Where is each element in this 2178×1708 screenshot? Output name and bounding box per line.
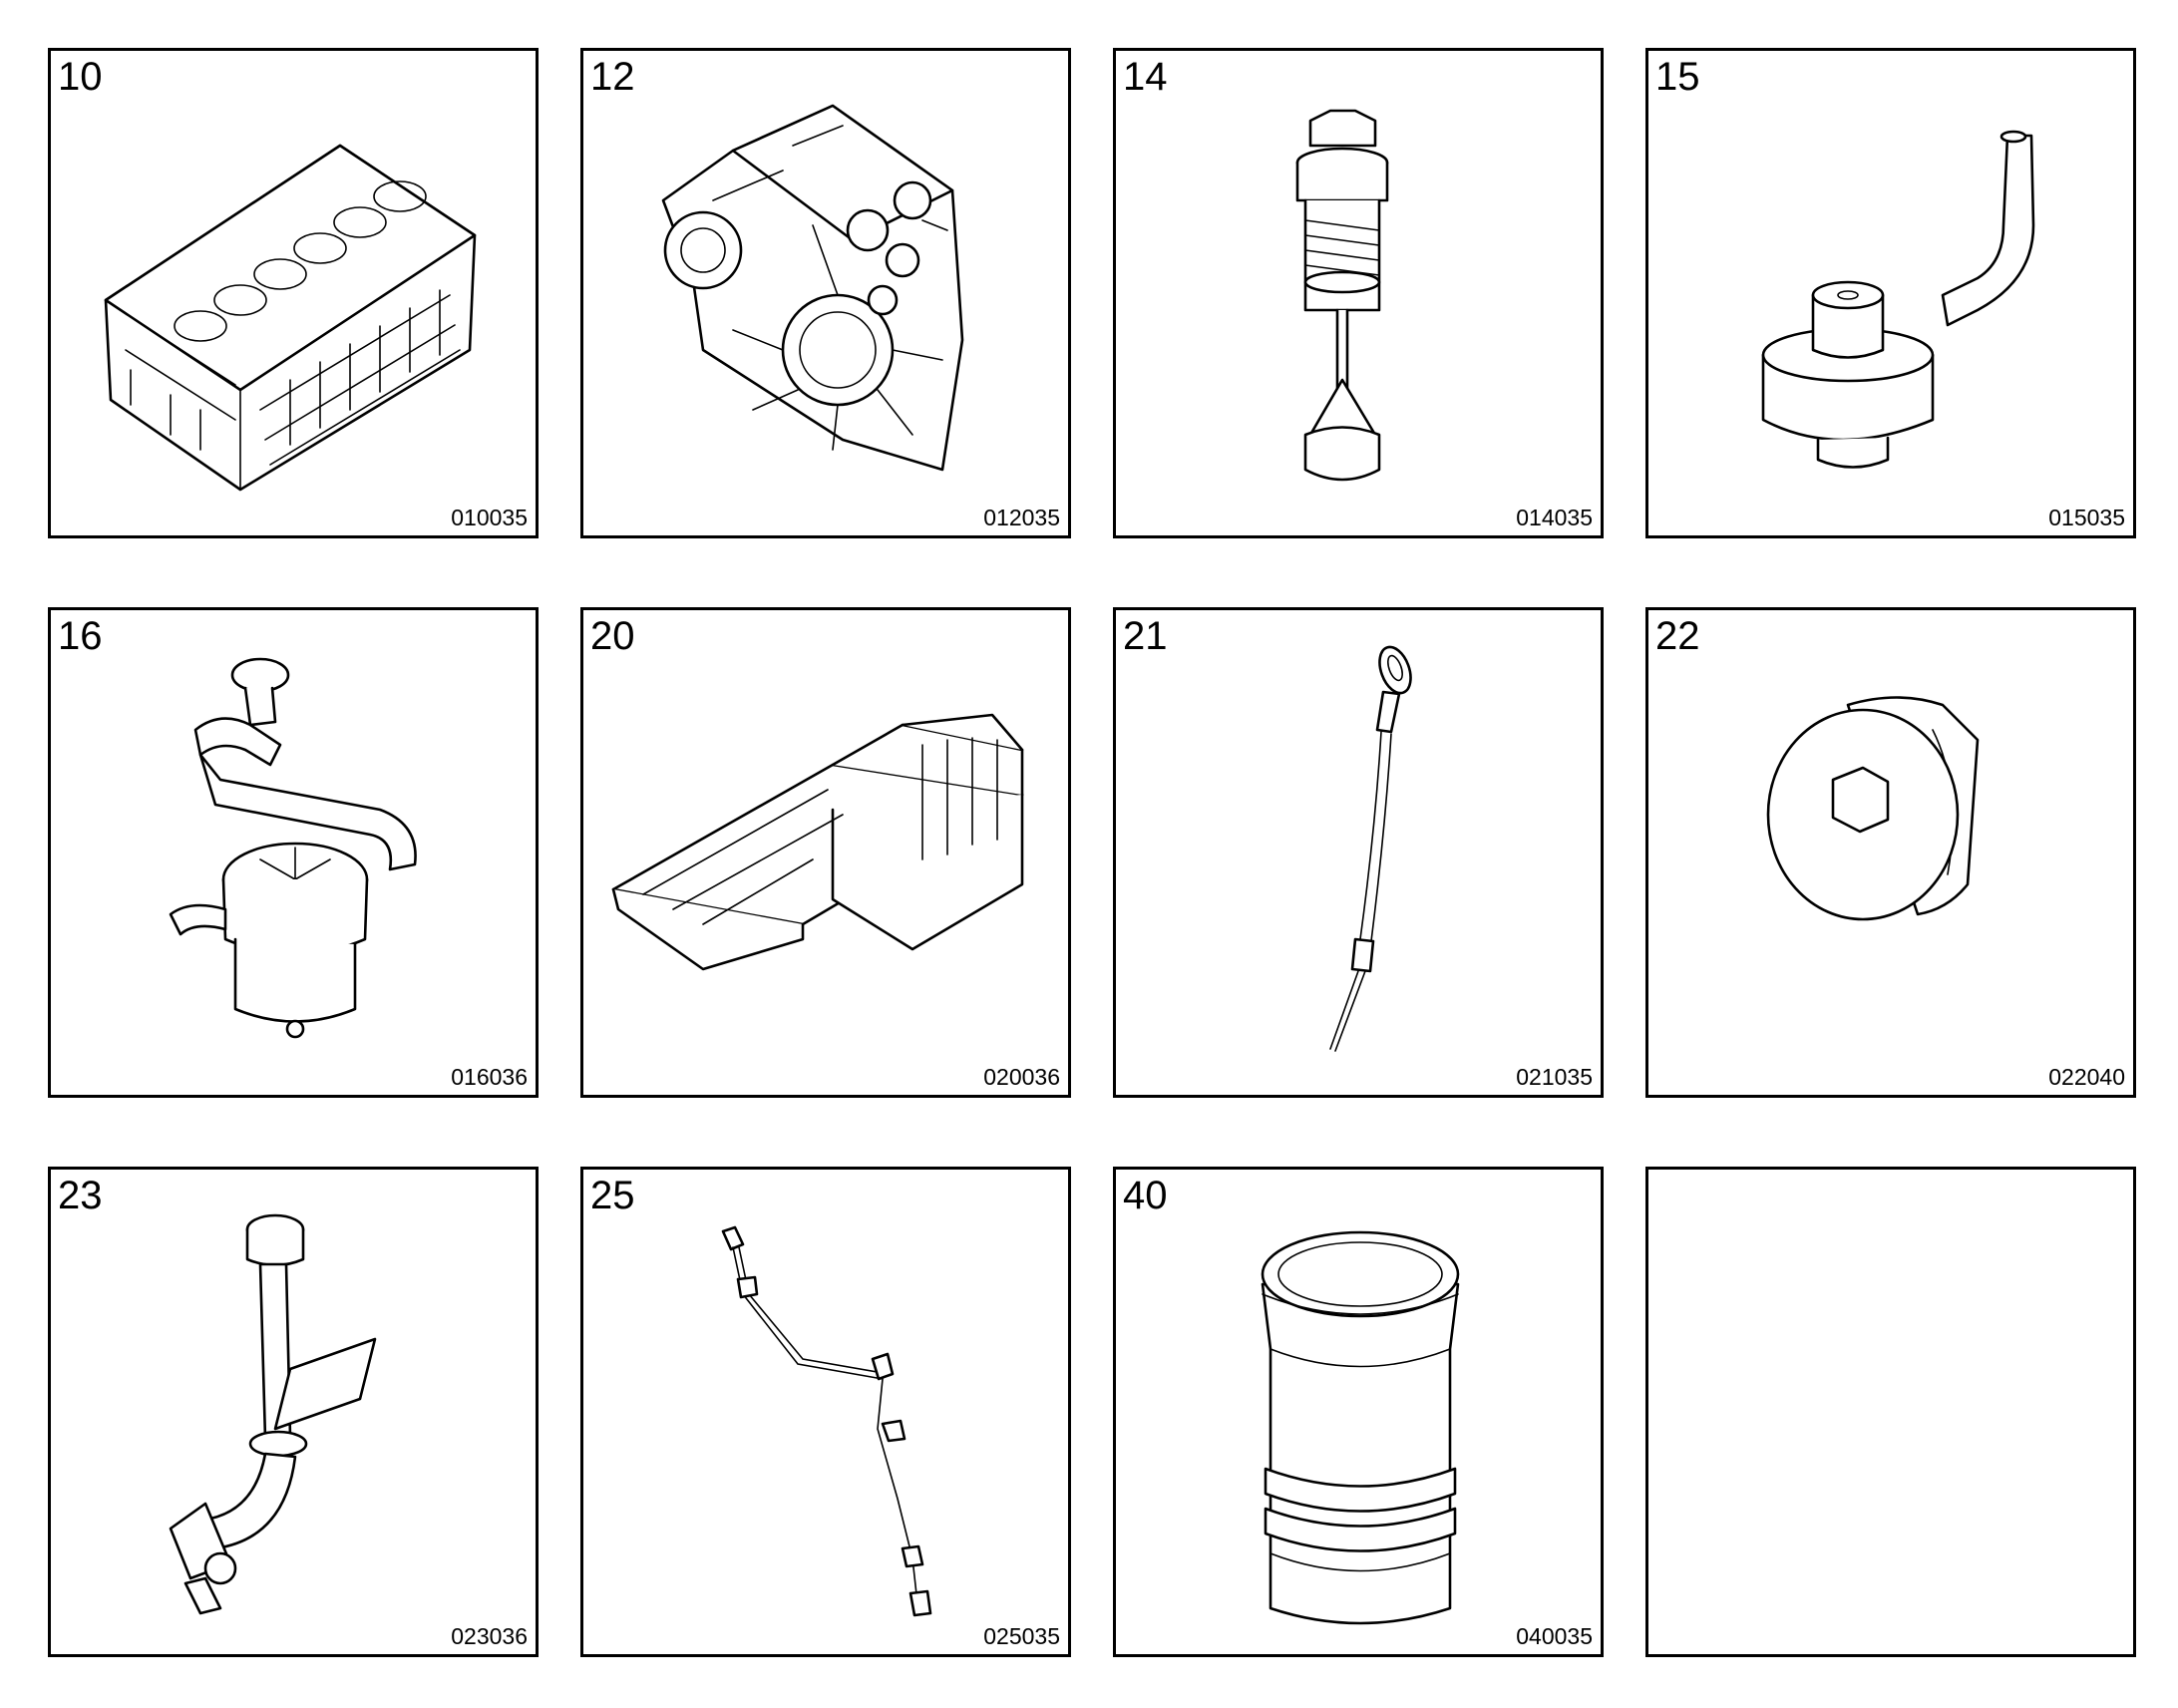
item-number: 23 — [58, 1174, 103, 1217]
catalog-cell-12[interactable]: 12 012035 — [580, 48, 1071, 538]
catalog-cell-15[interactable]: 15 015035 — [1645, 48, 2136, 538]
item-number: 12 — [590, 55, 635, 99]
catalog-cell-14[interactable]: 14 014035 — [1113, 48, 1604, 538]
item-code: 014035 — [1516, 505, 1593, 530]
catalog-cell-25[interactable]: 25 025035 — [580, 1167, 1071, 1657]
item-code: 040035 — [1516, 1623, 1593, 1649]
oil-sump-icon — [583, 610, 1068, 1095]
item-number: 14 — [1123, 55, 1168, 99]
item-code: 023036 — [451, 1623, 528, 1649]
item-number: 22 — [1655, 614, 1700, 658]
crankcase-breather-icon — [51, 610, 536, 1095]
catalog-cell-16[interactable]: 16 016036 — [48, 607, 539, 1098]
item-number: 15 — [1655, 55, 1700, 99]
catalog-cell-20[interactable]: 20 020036 — [580, 607, 1071, 1098]
item-number: 10 — [58, 55, 103, 99]
catalog-cell-22[interactable]: 22 022040 — [1645, 607, 2136, 1098]
item-number: 21 — [1123, 614, 1168, 658]
item-code: 022040 — [2048, 1064, 2125, 1090]
catalog-cell-40[interactable]: 40 040035 — [1113, 1167, 1604, 1657]
item-code: 020036 — [983, 1064, 1060, 1090]
item-code: 016036 — [451, 1064, 528, 1090]
oil-pressure-valve-icon — [1116, 51, 1601, 535]
catalog-cell-21[interactable]: 21 021035 — [1113, 607, 1604, 1098]
item-number: 20 — [590, 614, 635, 658]
wiring-harness-icon — [583, 1170, 1068, 1654]
drain-plug-icon — [1648, 610, 2133, 1095]
item-code: 021035 — [1516, 1064, 1593, 1090]
catalog-cell-empty — [1645, 1167, 2136, 1657]
item-code: 025035 — [983, 1623, 1060, 1649]
engine-block-icon — [51, 51, 536, 535]
item-number: 40 — [1123, 1174, 1168, 1217]
dipstick-icon — [1116, 610, 1601, 1095]
timing-cover-icon — [583, 51, 1068, 535]
item-code: 010035 — [451, 505, 528, 530]
catalog-cell-23[interactable]: 23 023036 — [48, 1167, 539, 1657]
cylinder-liner-icon — [1116, 1170, 1601, 1654]
item-code: 015035 — [2048, 505, 2125, 530]
item-number: 25 — [590, 1174, 635, 1217]
item-number: 16 — [58, 614, 103, 658]
item-code: 012035 — [983, 505, 1060, 530]
piston-cooling-nozzle-icon — [1648, 51, 2133, 535]
catalog-cell-10[interactable]: 10 010035 — [48, 48, 539, 538]
oil-filler-pipe-icon — [51, 1170, 536, 1654]
